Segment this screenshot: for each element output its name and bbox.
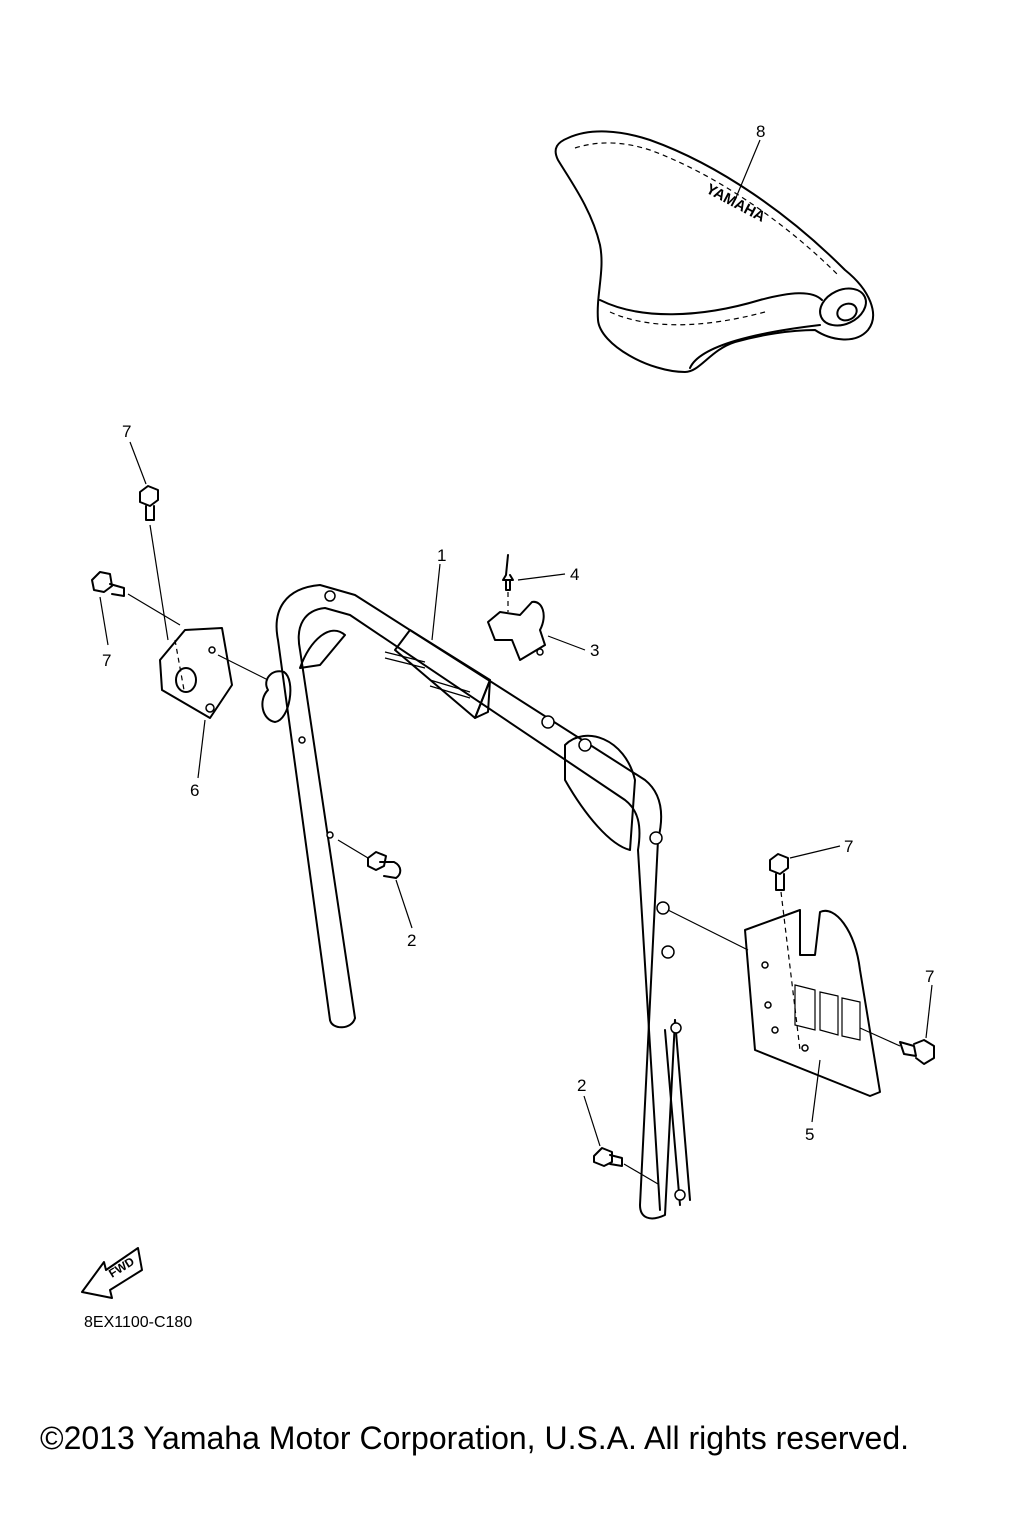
bracket-part — [487, 600, 546, 661]
bolt-2-middle — [367, 851, 402, 879]
seat-cover: YAMAHA — [554, 130, 874, 373]
callout-2-middle: 2 — [407, 931, 416, 950]
callout-1: 1 — [437, 546, 446, 565]
bolt-7-right-bottom — [899, 1039, 935, 1065]
seat-brand-logo: YAMAHA — [703, 181, 768, 226]
callout-7-left: 7 — [102, 651, 111, 670]
callout-7-right-top: 7 — [844, 837, 853, 856]
frame-clamp — [384, 629, 491, 719]
callout-7-top: 7 — [122, 422, 131, 441]
handle-pole-frame — [275, 584, 691, 1220]
pin-part — [502, 554, 514, 591]
forward-arrow-icon: FWD — [81, 1247, 143, 1299]
bolt-7-right-top — [769, 853, 789, 891]
mounting-plate — [744, 909, 881, 1097]
bolt-2-bottom — [593, 1147, 623, 1167]
callout-3: 3 — [590, 641, 599, 660]
callout-4: 4 — [570, 565, 579, 584]
callout-6: 6 — [190, 781, 199, 800]
anchor-bracket — [159, 627, 292, 723]
diagram-part-code: 8EX1100-C180 — [84, 1314, 192, 1331]
callout-7-right-bottom: 7 — [925, 967, 934, 986]
callout-8: 8 — [756, 122, 765, 141]
bolt-7-left — [91, 571, 125, 597]
bolt-7-top — [139, 485, 159, 521]
callout-2-bottom: 2 — [577, 1076, 586, 1095]
copyright-notice: ©2013 Yamaha Motor Corporation, U.S.A. A… — [40, 1420, 909, 1456]
callout-5: 5 — [805, 1125, 814, 1144]
